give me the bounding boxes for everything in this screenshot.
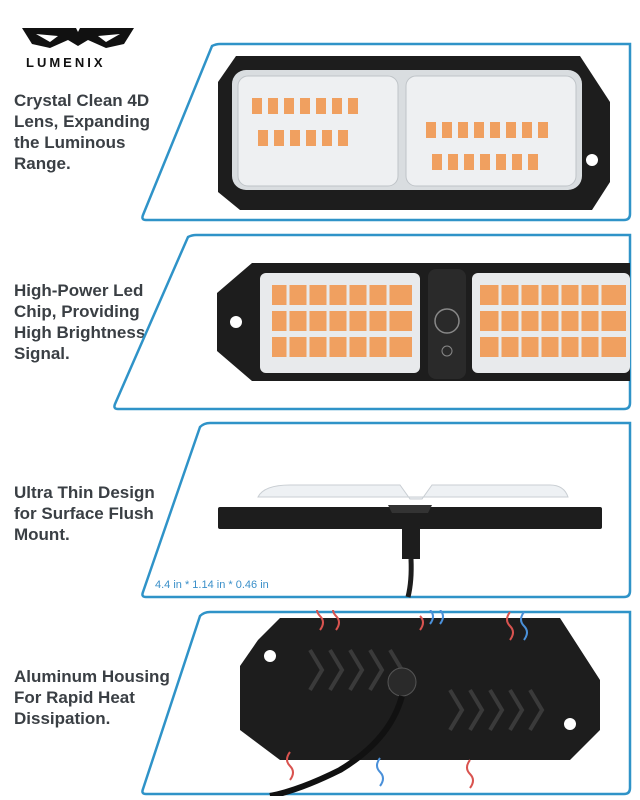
- lens-panel: [141, 42, 632, 222]
- brand-logo: LUMENIX: [18, 22, 138, 72]
- feature-text-thin: Ultra Thin Design for Surface Flush Moun…: [14, 483, 155, 544]
- light-bar-image: [218, 56, 610, 210]
- housing-panel: [141, 610, 632, 796]
- chip-panel: [113, 233, 632, 411]
- feature-text-housing: Aluminum Housing For Rapid Heat Dissipat…: [14, 667, 170, 728]
- heat-flow-arrows-icon: [286, 610, 528, 789]
- brand-name: LUMENIX: [26, 55, 106, 70]
- owl-eyes-icon: [22, 28, 134, 48]
- side-profile-image: [218, 484, 602, 598]
- dimensions-label: 4.4 in * 1.14 in * 0.46 in: [155, 579, 269, 591]
- heat-sink-image: [240, 618, 600, 796]
- feature-text-lens: Crystal Clean 4D Lens, Expanding the Lum…: [14, 91, 151, 173]
- led-chip-image: [217, 263, 630, 381]
- feature-text-chip: High-Power Led Chip, Providing High Brig…: [14, 281, 146, 363]
- thin-design-panel: [141, 421, 632, 599]
